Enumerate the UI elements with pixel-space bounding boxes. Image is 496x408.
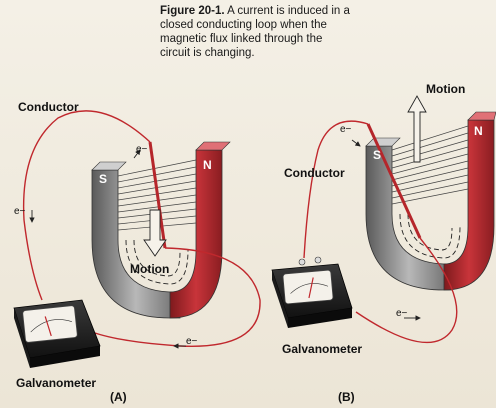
panel-b: [271, 95, 496, 344]
figure-caption-text: A current is induced in a closed conduct…: [160, 5, 350, 59]
flux-loops-a: [125, 239, 189, 285]
galvanometer-b: [271, 256, 353, 328]
conductor-rod-a: [148, 141, 167, 249]
flux-loops-b: [399, 213, 461, 259]
motion-label-b: Motion: [426, 82, 466, 96]
field-lines-b: [391, 125, 469, 205]
wire-loop-b: [303, 120, 369, 259]
panel-a: [13, 110, 261, 368]
panel-label-a: (A): [110, 390, 127, 404]
motion-arrow-a: [143, 209, 167, 257]
galvanometer-label-b: Galvanometer: [282, 342, 363, 356]
u-magnet-a: [91, 141, 231, 319]
electron-label-b-top: e−: [340, 124, 352, 135]
figure-caption: Figure 20-1. A current is induced in a c…: [160, 4, 350, 60]
conductor-rod-b: [366, 123, 422, 239]
electron-label-b-bottom: e−: [396, 308, 408, 319]
wire-loop-a: [22, 110, 151, 301]
galvanometer-label-a: Galvanometer: [16, 376, 97, 390]
north-pole-label-a: N: [203, 158, 212, 172]
wire-loop-b-return: [355, 237, 458, 344]
north-pole-label-b: N: [474, 124, 483, 138]
conductor-label-b: Conductor: [284, 166, 345, 180]
south-pole-label-a: S: [99, 172, 108, 186]
figure-label: Figure 20-1.: [160, 5, 225, 17]
electron-label-a-top: e−: [136, 144, 148, 155]
electron-label-a-left: e−: [14, 206, 26, 217]
panel-label-b: (B): [338, 390, 355, 404]
electron-label-a-bottom: e−: [186, 336, 198, 347]
u-magnet-b: [365, 111, 496, 291]
motion-arrow-b: [407, 95, 427, 163]
galvanometer-a: [13, 299, 101, 368]
south-pole-label-b: S: [373, 148, 382, 162]
wire-loop-a-return: [91, 247, 261, 347]
motion-label-a: Motion: [130, 262, 170, 276]
conductor-label-a: Conductor: [18, 100, 79, 114]
